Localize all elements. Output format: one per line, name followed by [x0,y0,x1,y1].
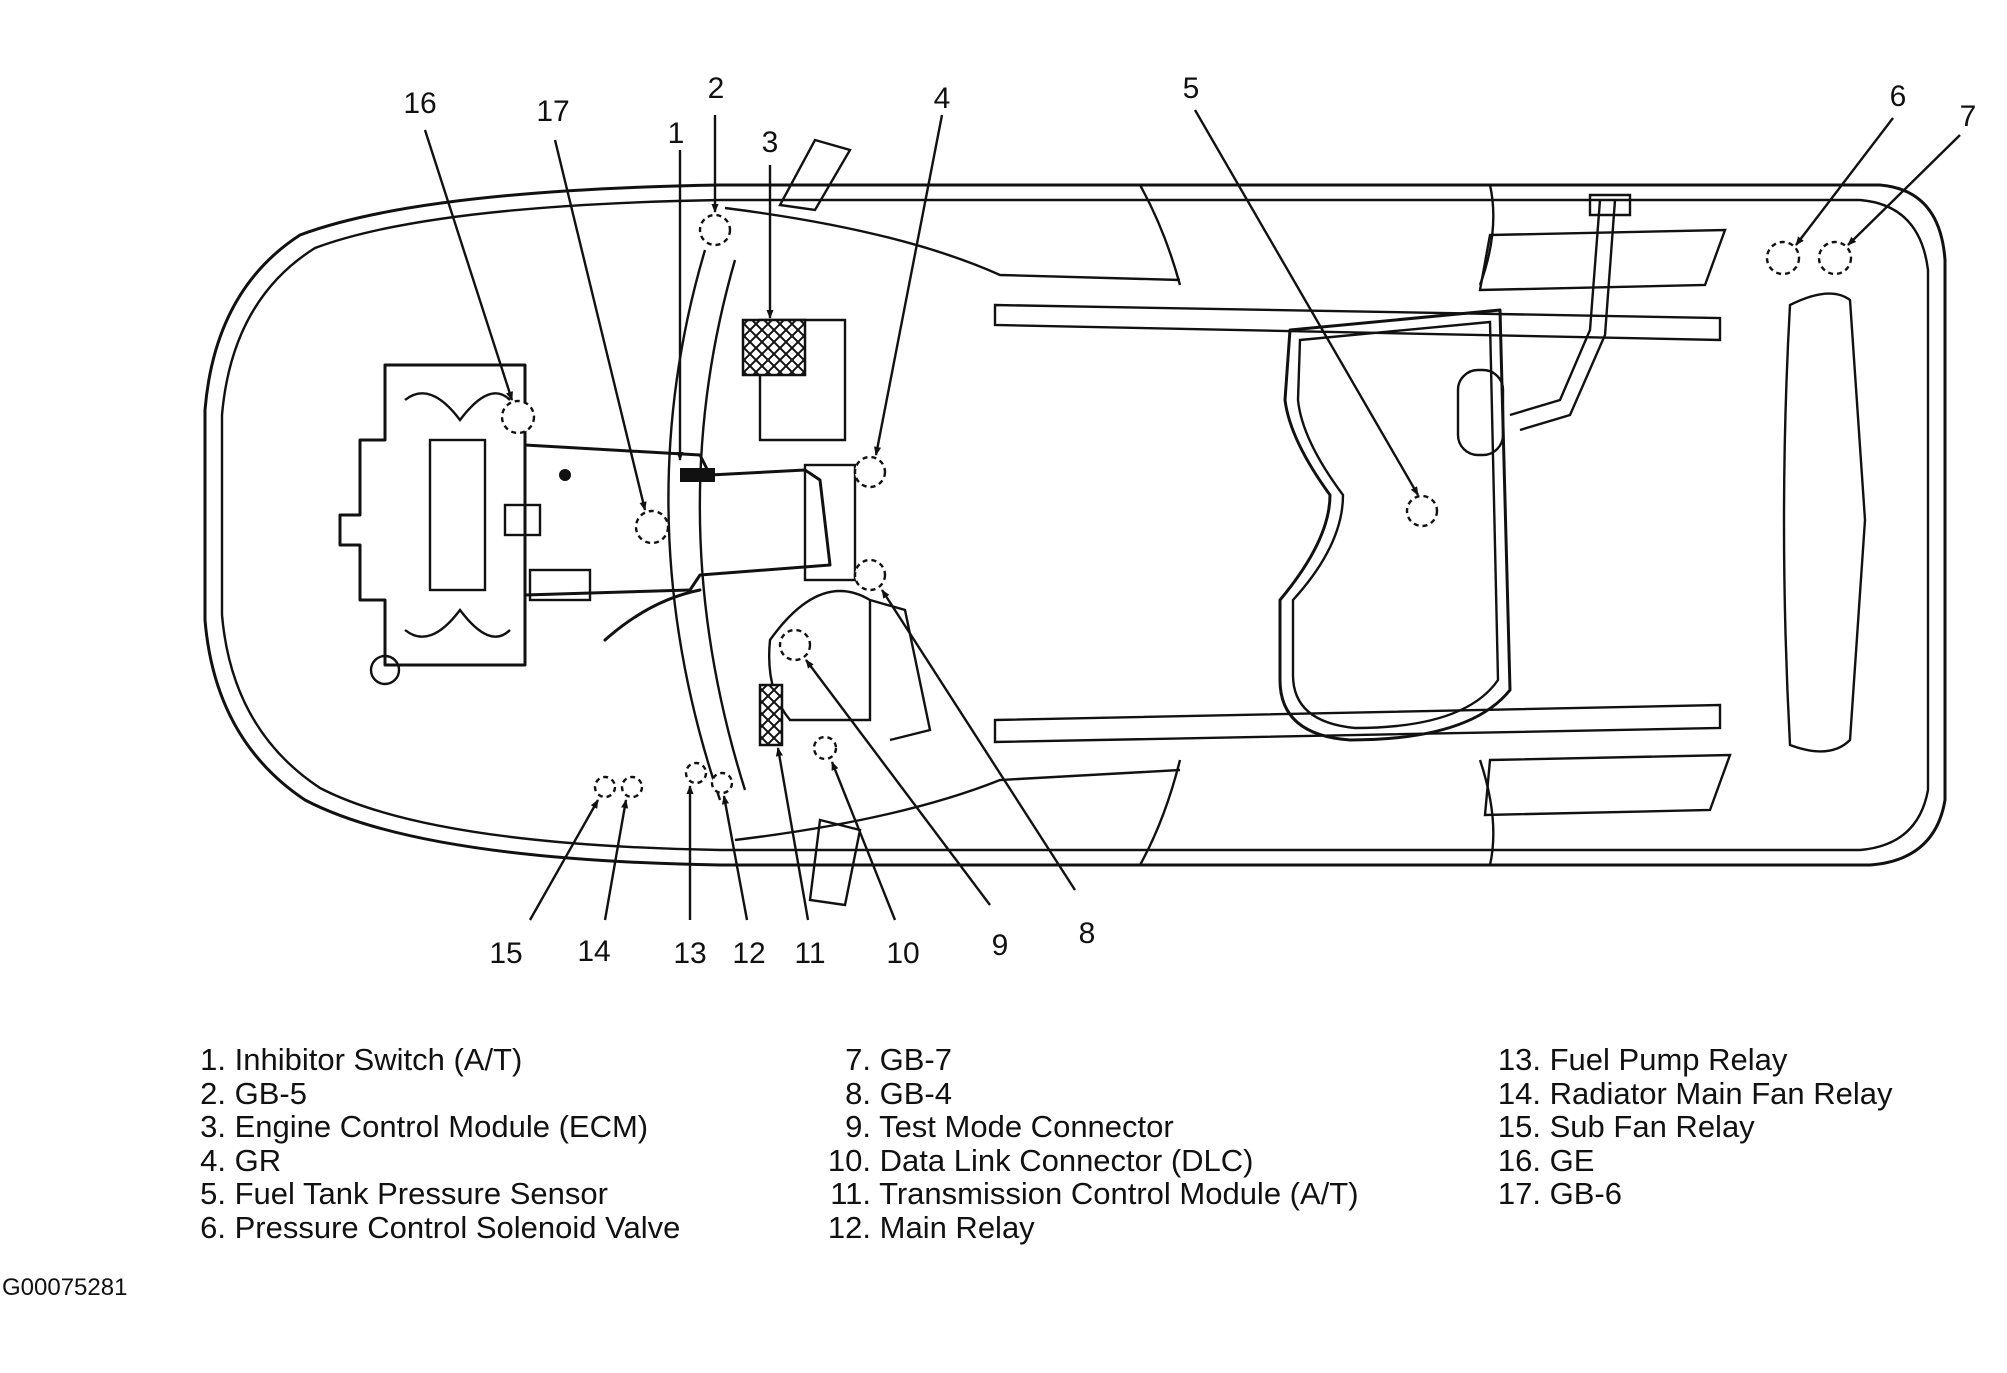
legend-item: 7. GB-7 [845,1042,952,1077]
leader-14 [603,799,629,921]
gb-6-marker [634,509,670,545]
legend-column-1: 1. Inhibitor Switch (A/T) 2. GB-5 3. Eng… [190,1043,680,1244]
legend-label: Data Link Connector (DLC) [879,1142,1254,1178]
component-markers [500,213,1853,799]
sub-fan-relay-marker [593,775,617,799]
vehicle-body [203,138,1947,907]
main-relay-marker [710,771,734,795]
leader-12 [721,795,749,921]
inhibitor-switch-marker [680,468,715,482]
legend-label: GB-7 [879,1042,952,1077]
callout-9: 9 [992,929,1009,962]
legend-label: Engine Control Module (ECM) [234,1109,649,1144]
leader-6 [1795,117,1894,246]
gb-5-marker [698,213,732,247]
legend-label: GR [234,1142,282,1178]
leader-7 [1847,134,1961,246]
leader-15 [528,799,600,921]
leader-8 [880,589,1077,891]
legend-column-3: 13. Fuel Pump Relay 14. Radiator Main Fa… [1485,1043,1893,1211]
legend-label: Main Relay [879,1209,1035,1245]
ecm-hatched-marker [741,318,807,377]
leader-lines [423,109,1961,921]
callout-2: 2 [708,72,725,105]
legend-item: 15. Sub Fan Relay [1497,1109,1755,1144]
gr-marker [853,455,887,489]
leader-10 [830,761,897,921]
callout-10: 10 [886,937,919,970]
callout-7: 7 [1960,100,1977,133]
legend-column-2: 7. GB-7 8. GB-4 9. Test Mode Connector 1… [815,1043,1359,1244]
legend-label: GB-4 [879,1075,952,1111]
legend-label: Radiator Main Fan Relay [1549,1075,1893,1111]
dlc-marker [812,735,838,761]
callout-6: 6 [1890,80,1907,113]
callout-8: 8 [1079,917,1096,950]
legend-label: GB-6 [1549,1176,1622,1211]
legend-item: 6. Pressure Control Solenoid Valve [200,1209,681,1245]
callout-5: 5 [1183,72,1200,105]
legend-item: 17. GB-6 [1497,1176,1622,1211]
legend-label: Transmission Control Module (A/T) [879,1176,1359,1211]
ge-marker [500,399,536,435]
leader-5 [1193,109,1420,496]
legend-label: Fuel Tank Pressure Sensor [234,1176,608,1211]
legend-item: 11. Transmission Control Module (A/T) [830,1176,1359,1211]
legend-label: Sub Fan Relay [1549,1109,1755,1144]
callout-11: 11 [794,937,825,970]
legend-item: 1. Inhibitor Switch (A/T) [200,1042,523,1077]
callout-16: 16 [403,87,436,120]
legend-label: Pressure Control Solenoid Valve [234,1209,681,1245]
radiator-main-fan-relay-marker [620,775,644,799]
engine-assembly [338,363,857,686]
callout-numbers: 1 2 3 4 5 6 7 8 9 10 11 12 13 14 15 16 1… [403,72,1976,970]
legend-item: 5. Fuel Tank Pressure Sensor [200,1176,608,1211]
fuel-tank-pressure-sensor-marker [1405,494,1439,528]
legend-item: 16. GE [1497,1142,1595,1178]
legend-label: Fuel Pump Relay [1549,1042,1788,1077]
figure-id: G00075281 [2,1274,128,1301]
legend-label: GE [1549,1142,1595,1178]
leader-9 [805,659,991,906]
center-console [758,318,932,742]
leader-16 [423,129,514,401]
legend-item: 13. Fuel Pump Relay [1497,1042,1788,1077]
legend-item: 8. GB-4 [845,1075,952,1111]
leader-11 [775,747,810,921]
callout-1: 1 [668,117,685,150]
callout-12: 12 [732,937,765,970]
legend-label: GB-5 [234,1075,307,1111]
legend-item: 2. GB-5 [200,1075,307,1111]
fuel-pump-relay-marker [684,761,708,785]
fuel-tank [1278,193,1632,742]
test-mode-connector-marker [778,628,812,662]
legend-item: 12. Main Relay [827,1209,1035,1245]
callout-13: 13 [673,937,706,970]
callout-14: 14 [577,935,610,968]
legend-label: Inhibitor Switch (A/T) [234,1042,523,1077]
legend-item: 4. GR [200,1142,282,1178]
callout-15: 15 [489,937,522,970]
callout-4: 4 [934,82,951,115]
gb-7-marker [1817,240,1853,276]
legend-item: 3. Engine Control Module (ECM) [200,1109,649,1144]
gb-4-marker [853,558,887,592]
legend-item: 14. Radiator Main Fan Relay [1497,1075,1893,1111]
pressure-control-solenoid-valve-marker [1765,240,1801,276]
callout-3: 3 [762,126,779,159]
tcm-hatched-marker [758,683,784,747]
legend-label: Test Mode Connector [879,1109,1174,1144]
leader-17 [553,139,647,511]
legend-item: 9. Test Mode Connector [845,1109,1174,1144]
callout-17: 17 [536,95,569,128]
legend-item: 10. Data Link Connector (DLC) [827,1142,1254,1178]
leader-4 [874,114,944,456]
